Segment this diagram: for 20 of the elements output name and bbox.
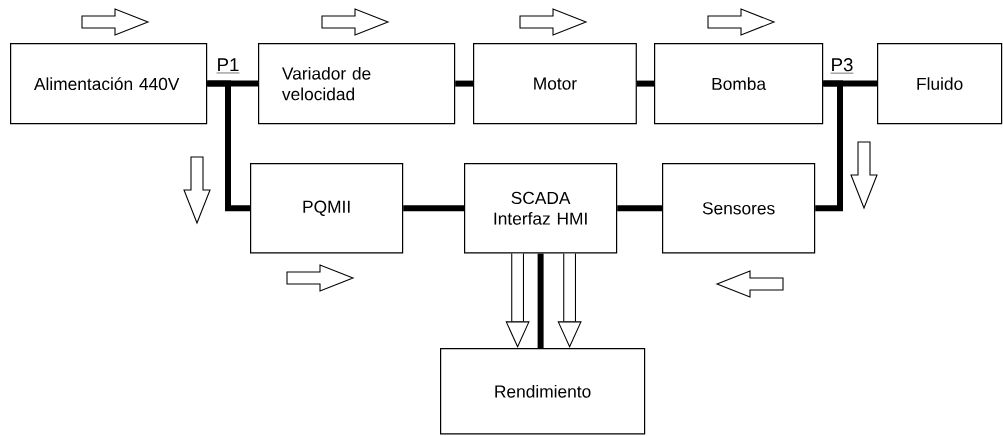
block-box: Sensores	[662, 163, 816, 254]
connector-line	[617, 205, 662, 212]
block-box: Rendimiento	[440, 348, 646, 435]
block-box: Fluido	[877, 43, 1003, 125]
connector-line	[815, 80, 843, 212]
point-label: P3	[830, 58, 854, 74]
connector-line	[537, 253, 544, 348]
block-box: Variador de velocidad	[258, 43, 456, 125]
connector-line	[207, 80, 250, 212]
block-box: Alimentación 440V	[10, 43, 208, 125]
connector-line	[455, 80, 473, 87]
block-box: PQMII	[250, 163, 404, 254]
block-box: Bomba	[654, 43, 824, 125]
connector-line	[403, 205, 464, 212]
block-arrow	[557, 253, 582, 348]
point-label: P1	[216, 58, 240, 74]
block-box: Motor	[473, 43, 637, 125]
connector-line	[636, 80, 654, 87]
block-box: SCADA Interfaz HMI	[464, 163, 618, 254]
block-arrow	[505, 253, 530, 348]
